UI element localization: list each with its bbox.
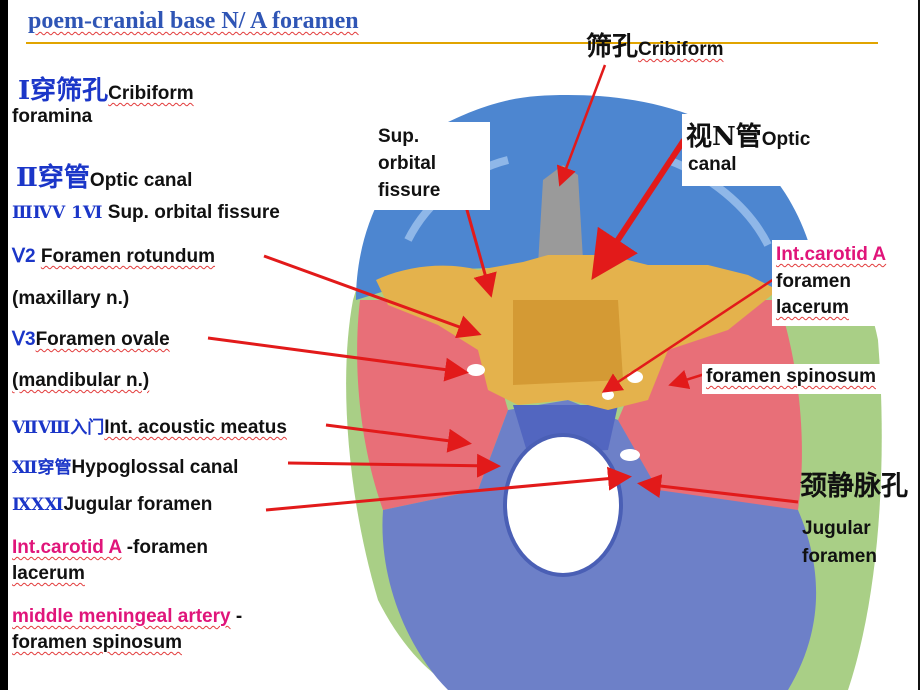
callout-jugular-en1: Jugular [802,518,871,539]
crista-galli [538,165,583,265]
line-acoustic: ⅦⅧ入门Int. acoustic meatus [12,417,287,438]
callout-jugular-cn: 颈静脉孔 [800,471,908,502]
callout-sup-orbital-box: Sup. orbital fissure [370,122,490,210]
window-right-edge [918,0,920,690]
line-jugular: ⅨⅩⅪJugular foramen [12,494,213,515]
line-hypoglossal: Ⅻ穿管Hypoglossal canal [12,457,239,478]
foramen-magnum [503,433,623,577]
line-carotid-cont: lacerum [12,563,85,584]
window-left-edge [0,0,8,690]
line-optic: Ⅱ穿管Optic canal [16,163,193,193]
title-rule [26,42,878,44]
line-ovale-cont: (mandibular n.) [12,370,150,391]
line-rotundum-cont: (maxillary n.) [12,288,130,309]
line-cribiform-cont: foramina [12,106,93,127]
callout-spinosum-box: foramen spinosum [702,364,916,394]
slide: poem-cranial base N/ A foramen [8,0,920,690]
callout-cribiform: 筛孔Cribiform [586,32,724,62]
callout-optic-box: 视N管Optic canal [682,114,842,186]
callout-carotid-box: Int.carotid A foramen lacerum [772,240,912,326]
line-cribiform: Ⅰ穿筛孔Cribiform [18,76,194,106]
middle-cranial-fossa-left [357,300,508,510]
line-meningeal-cont: foramen spinosum [12,632,182,653]
line-ovale: Ⅴ3Foramen ovale [12,329,170,350]
line-sup-orbital: ⅢⅣⅤ 1Ⅵ Sup. orbital fissure [12,202,280,223]
line-carotid: Int.carotid A -foramen [12,537,209,558]
foramen-ovale-shape [467,364,485,376]
line-meningeal: middle meningeal artery - [12,606,243,627]
page-title: poem-cranial base N/ A foramen [28,8,359,34]
line-rotundum: Ⅴ2 Foramen rotundum [12,246,216,267]
callout-jugular-en2: foramen [802,546,877,567]
jugular-foramen-shape [620,449,640,461]
